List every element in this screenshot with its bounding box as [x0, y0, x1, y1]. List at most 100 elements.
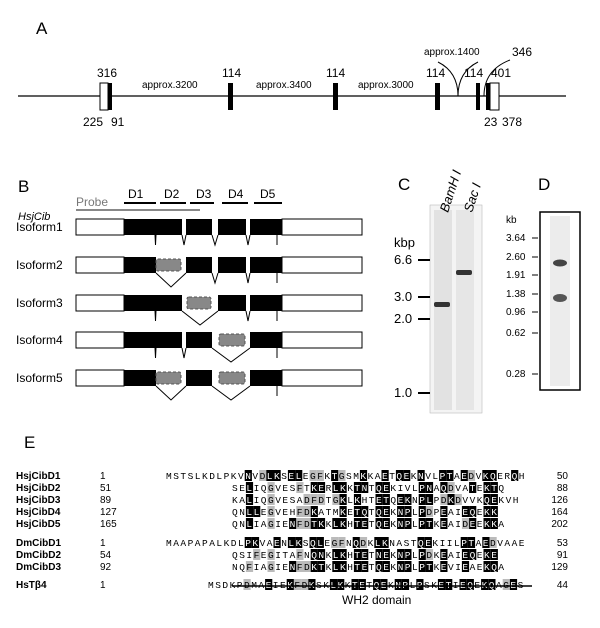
residue: R	[504, 471, 510, 482]
residue-shade	[296, 482, 304, 493]
residue: N	[304, 550, 310, 561]
domain-headers: D1 D2 D3 D4 D5	[124, 187, 282, 204]
residue-shade	[310, 561, 318, 572]
isoform-label: Isoform1	[16, 220, 63, 234]
residue: E	[382, 471, 388, 482]
residue-shade	[459, 579, 467, 590]
residue: N	[418, 471, 424, 482]
residue: G	[268, 562, 274, 573]
residue: A	[396, 538, 402, 549]
residue: L	[216, 538, 222, 549]
residue: E	[383, 562, 389, 573]
residue: I	[455, 562, 461, 573]
residue-shade	[301, 579, 309, 590]
residue-shade	[338, 537, 346, 548]
exon-block	[218, 219, 246, 235]
residue: M	[333, 507, 339, 518]
residue: V	[470, 495, 476, 506]
residue: N	[412, 495, 418, 506]
residue-shade	[332, 482, 340, 493]
residue: A	[209, 538, 215, 549]
residue: N	[245, 471, 251, 482]
residue: N	[281, 538, 287, 549]
isoform-row: Isoform4	[16, 331, 363, 363]
residue-shade	[329, 579, 338, 590]
residue: F	[297, 519, 303, 530]
residue: L	[288, 538, 294, 549]
residue-shade	[353, 549, 362, 560]
residue-shade	[253, 506, 261, 517]
residue: K	[231, 471, 237, 482]
residue-shade	[317, 494, 326, 505]
residue-shade	[244, 470, 252, 481]
residue-shade	[397, 518, 405, 529]
residue-shade	[359, 470, 368, 481]
sequence-name: HsTβ4	[16, 580, 47, 591]
residue-shade	[339, 494, 347, 505]
exon-block	[250, 295, 277, 311]
residue: K	[434, 562, 440, 573]
residue: H	[347, 519, 353, 530]
residue: L	[375, 538, 381, 549]
skipped-exon	[218, 371, 246, 385]
residue: N	[389, 538, 395, 549]
residue: K	[448, 495, 454, 506]
residue-shade	[359, 537, 368, 548]
residue: K	[368, 538, 374, 549]
sequence-name: DmCibD2	[16, 550, 61, 561]
sequence-start: 127	[100, 507, 117, 518]
residue: E	[483, 538, 489, 549]
residue: R	[326, 483, 332, 494]
residue: T	[369, 550, 375, 561]
residue: K	[340, 562, 346, 573]
domain-d3: D3	[196, 187, 212, 201]
residue: T	[354, 519, 360, 530]
residue: E	[282, 483, 288, 494]
residue: Q	[261, 495, 267, 506]
residue: N	[239, 519, 245, 530]
residue: Q	[470, 507, 476, 518]
residue-shade	[394, 579, 402, 590]
kbp-3-0: 3.0	[394, 289, 412, 304]
splice-junction	[245, 234, 251, 246]
exon-block	[124, 370, 156, 386]
residue: N	[376, 550, 382, 561]
residue: F	[317, 471, 323, 482]
residue-shade	[509, 579, 518, 590]
residue: V	[252, 471, 258, 482]
residue: L	[333, 550, 339, 561]
residue: I	[254, 562, 260, 573]
residue-shade	[296, 561, 304, 572]
residue: E	[324, 538, 330, 549]
residue-shade	[303, 518, 311, 529]
label-3400: approx.3400	[256, 80, 312, 91]
residue: T	[304, 483, 310, 494]
domain-d5: D5	[260, 187, 276, 201]
exon-block	[250, 332, 277, 348]
residue-shade	[489, 470, 497, 481]
splice-junction	[245, 310, 251, 322]
residue-shade	[310, 482, 318, 493]
residue-shade	[267, 494, 275, 505]
residue-shade	[273, 537, 281, 548]
residue: E	[462, 550, 468, 561]
residue: Q	[353, 538, 359, 549]
residue-shade	[483, 482, 491, 493]
residue-shade	[337, 579, 345, 590]
exon-3	[333, 83, 338, 110]
residue: E	[274, 538, 280, 549]
residue: L	[333, 483, 339, 494]
residue-shade	[489, 537, 497, 548]
residue-shade	[375, 494, 383, 505]
residue: E	[383, 550, 389, 561]
residue: D	[209, 471, 215, 482]
residue: N	[398, 519, 404, 530]
splice-junction	[155, 272, 187, 288]
residue: K	[491, 519, 497, 530]
residue: F	[311, 495, 317, 506]
sequence-start: 51	[100, 483, 112, 494]
residue: N	[232, 562, 238, 573]
residue-shade	[437, 579, 446, 590]
panel-label-a: A	[36, 19, 48, 38]
